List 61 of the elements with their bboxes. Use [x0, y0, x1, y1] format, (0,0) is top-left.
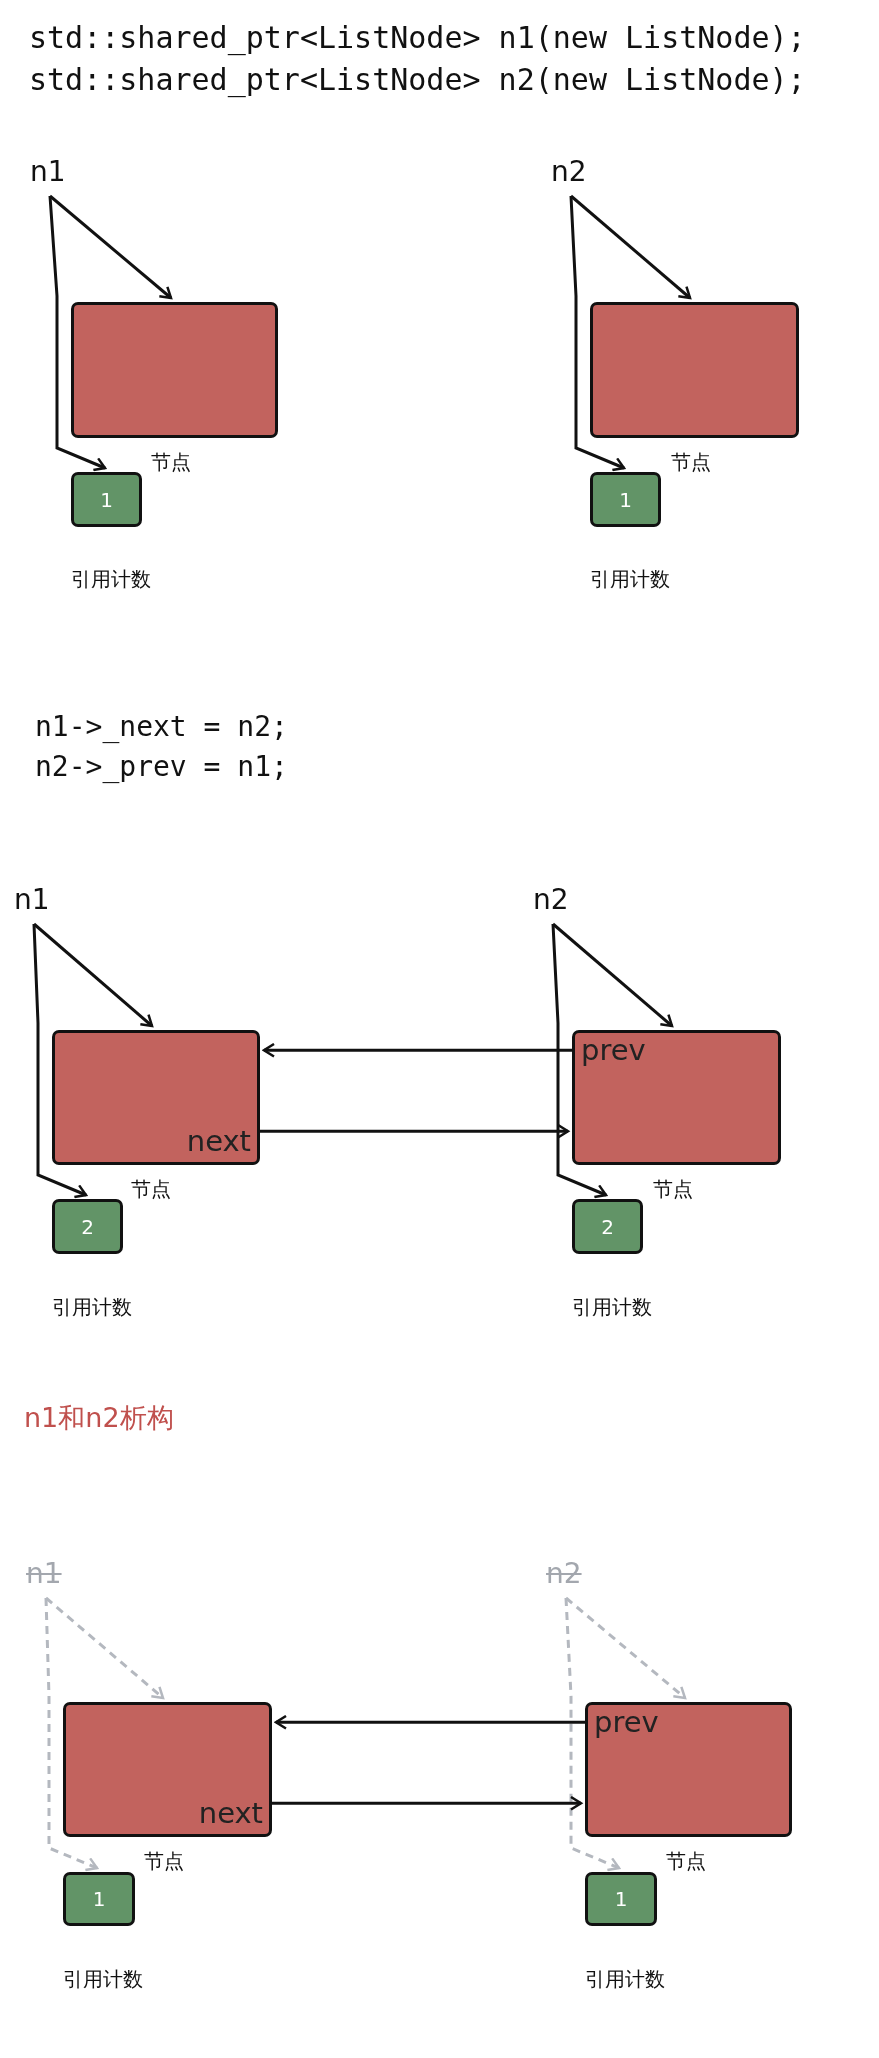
arrow	[262, 1042, 572, 1058]
heading: n1和n2析构	[24, 1401, 174, 1435]
count-number: 1	[92, 1887, 106, 1911]
pointer-label: n1	[14, 882, 50, 918]
code-line: std::shared_ptr<ListNode> n1(new ListNode);	[29, 20, 806, 55]
count-box	[63, 1872, 135, 1926]
node-caption: 节点	[671, 449, 711, 476]
node-caption: 节点	[653, 1176, 693, 1203]
arrow	[569, 195, 626, 472]
field-label: next	[198, 1796, 263, 1830]
count-number: 1	[619, 487, 632, 512]
node-caption: 节点	[144, 1848, 184, 1875]
field-label: next	[186, 1124, 251, 1158]
node-caption: 引用计数	[572, 1294, 652, 1321]
node-box	[71, 302, 278, 438]
node-caption: 引用计数	[585, 1966, 665, 1993]
count-box	[590, 472, 661, 527]
count-box	[572, 1199, 643, 1254]
node-box	[63, 1702, 272, 1837]
field-label: prev	[594, 1705, 659, 1739]
pointer-label: n1	[30, 154, 66, 190]
arrow	[32, 923, 88, 1199]
node-box	[52, 1030, 260, 1165]
arrow	[33, 922, 154, 1028]
arrow	[552, 922, 674, 1028]
field-label: prev	[581, 1033, 646, 1067]
arrow	[44, 1597, 99, 1872]
node-caption: 引用计数	[52, 1294, 132, 1321]
count-number: 1	[100, 487, 113, 512]
pointer-label: n1	[26, 1556, 62, 1592]
arrow	[45, 1596, 165, 1700]
arrow	[565, 1596, 687, 1700]
node-caption: 节点	[151, 449, 191, 476]
arrow	[260, 1123, 570, 1139]
arrow	[272, 1795, 583, 1811]
arrow	[274, 1714, 585, 1730]
pointer-label: n2	[546, 1556, 582, 1592]
count-box	[585, 1872, 657, 1926]
node-caption: 节点	[666, 1848, 706, 1875]
node-caption: 节点	[131, 1176, 171, 1203]
arrow	[49, 194, 173, 300]
code-line: n1->_next = n2;	[35, 710, 288, 743]
arrow	[570, 194, 692, 300]
arrow	[564, 1597, 621, 1872]
arrow	[48, 195, 107, 472]
code-line: std::shared_ptr<ListNode> n2(new ListNode);	[29, 62, 806, 97]
count-box	[52, 1199, 123, 1254]
node-caption: 引用计数	[63, 1966, 143, 1993]
code-line: n2->_prev = n1;	[35, 750, 288, 783]
node-caption: 引用计数	[590, 566, 670, 593]
count-number: 2	[81, 1214, 94, 1239]
node-box	[572, 1030, 781, 1165]
count-box	[71, 472, 142, 527]
arrow	[551, 923, 608, 1199]
node-box	[585, 1702, 792, 1837]
node-box	[590, 302, 799, 438]
count-number: 1	[614, 1887, 628, 1911]
count-number: 2	[601, 1214, 614, 1239]
pointer-label: n2	[551, 154, 587, 190]
pointer-label: n2	[533, 882, 569, 918]
node-caption: 引用计数	[71, 566, 151, 593]
